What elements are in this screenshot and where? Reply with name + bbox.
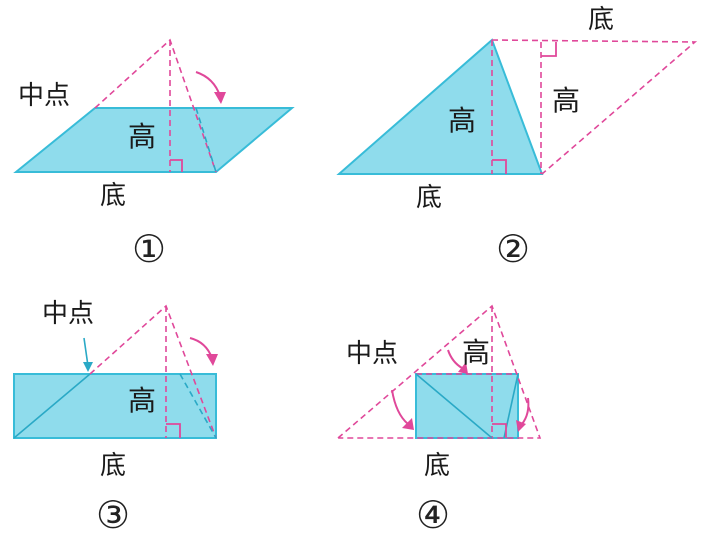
rectangle-shape [415, 373, 519, 439]
cut-line-right [179, 373, 217, 439]
cut-line-left [415, 373, 493, 439]
parallelogram-outline [491, 39, 698, 175]
rotate-arrowhead [214, 92, 226, 104]
figure-number: ② [496, 227, 530, 271]
height-label: 高 [128, 120, 156, 153]
rotate-arrowhead-left [402, 418, 414, 430]
right-angle-marker [170, 159, 183, 172]
triangle-shape [336, 38, 544, 175]
rotate-arrow-right [521, 397, 530, 425]
rotate-arrowhead-top [458, 362, 468, 374]
height-label: 高 [128, 384, 156, 417]
figure-number: ④ [416, 493, 450, 537]
midpoint-label: 中点 [18, 81, 70, 111]
parallelogram-shape [13, 107, 295, 173]
base-label: 底 [416, 183, 442, 213]
right-angle-marker [166, 423, 181, 438]
figure-number: ③ [96, 493, 130, 537]
right-angle-marker [492, 423, 507, 438]
height-label-right: 高 [552, 84, 580, 117]
cut-line [13, 373, 91, 439]
rotate-arrowhead-right [516, 420, 526, 432]
base-label: 底 [100, 181, 126, 211]
midpoint-label: 中点 [42, 299, 94, 329]
figure-2: 底 高 高 底 ② [336, 5, 698, 271]
base-label: 底 [424, 451, 450, 481]
rotate-arrowhead [206, 354, 218, 366]
figure-number: ① [132, 227, 166, 271]
base-label-top: 底 [588, 5, 614, 35]
height-label: 高 [462, 336, 490, 369]
rectangle-shape [13, 373, 217, 439]
height-label: 高 [448, 104, 476, 137]
figure-4: 中点 高 底 ④ [337, 304, 542, 537]
figure-3: 中点 高 底 ③ [13, 299, 218, 537]
original-triangle-outline [337, 304, 542, 439]
cut-line [195, 107, 217, 173]
midpoint-label: 中点 [346, 339, 398, 369]
midpoint-pointer-head [83, 362, 93, 372]
right-angle-marker-bottom [492, 159, 507, 174]
figure-1: 中点 高 底 ① [13, 38, 295, 271]
midpoint-pointer [83, 337, 89, 367]
right-angle-marker-top [541, 42, 557, 57]
base-label: 底 [100, 451, 126, 481]
rotate-arrow-left [391, 389, 409, 425]
rotate-arrow-top [447, 349, 463, 369]
